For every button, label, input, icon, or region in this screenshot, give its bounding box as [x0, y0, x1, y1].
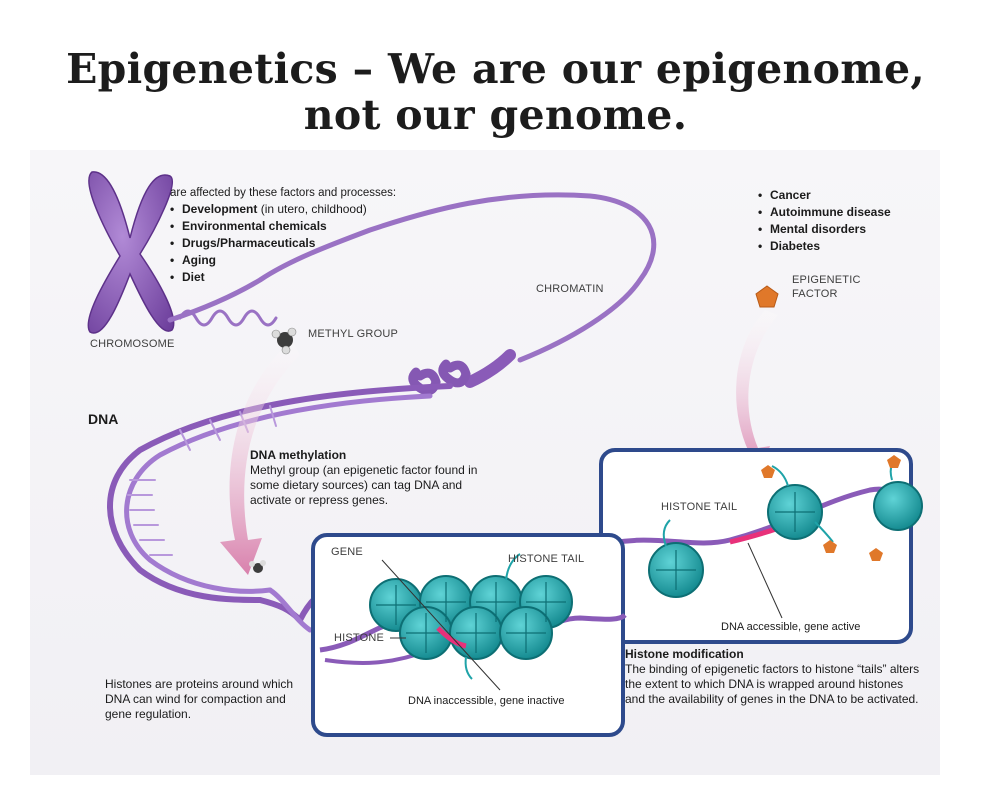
- factor-item: Environmental chemicals: [170, 218, 396, 235]
- histone-modification-heading: Histone modification: [625, 647, 925, 662]
- histone-tail-label-left: HISTONE TAIL: [508, 553, 584, 565]
- chromosome-shape: [88, 172, 173, 333]
- gene-label: GENE: [331, 546, 363, 558]
- dna-label: DNA: [88, 412, 118, 427]
- epigenetics-diagram: are affected by these factors and proces…: [30, 150, 940, 775]
- histone-label: HISTONE: [334, 632, 384, 644]
- histones-note: Histones are proteins around which DNA c…: [105, 677, 310, 722]
- disease-item: Autoimmune disease: [758, 204, 891, 221]
- dna-methylation-text: Methyl group (an epigenetic factor found…: [250, 463, 477, 507]
- chromatin-label: CHROMATIN: [536, 283, 604, 295]
- chromosome-label: CHROMOSOME: [90, 338, 175, 350]
- epigenetic-factor-icon: [756, 286, 778, 307]
- methyl-tag-on-dna-icon: [249, 560, 266, 573]
- dna-accessible-label: DNA accessible, gene active: [721, 620, 860, 635]
- factors-block: are affected by these factors and proces…: [170, 186, 396, 286]
- factor-item: Aging: [170, 252, 396, 269]
- histone-modification-text: The binding of epigenetic factors to his…: [625, 662, 919, 706]
- disease-item: Mental disorders: [758, 221, 891, 238]
- disease-item: Cancer: [758, 187, 891, 204]
- dna-methylation-heading: DNA methylation: [250, 448, 500, 463]
- factor-item: Development (in utero, childhood): [170, 201, 396, 218]
- factor-item: Diet: [170, 269, 396, 286]
- dna-methylation-note: DNA methylation Methyl group (an epigene…: [250, 448, 500, 508]
- histone-tail-label-right: HISTONE TAIL: [661, 501, 737, 513]
- page-title: Epigenetics – We are our epigenome, not …: [0, 46, 991, 138]
- histone-modification-note: Histone modification The binding of epig…: [625, 647, 925, 707]
- factors-intro: are affected by these factors and proces…: [170, 186, 396, 201]
- epigenetic-factor-label: EPIGENETIC FACTOR: [792, 273, 861, 301]
- diseases-list: Cancer Autoimmune disease Mental disorde…: [758, 187, 891, 255]
- title-line-1: Epigenetics – We are our epigenome,: [0, 46, 991, 92]
- title-line-2: not our genome.: [0, 92, 991, 138]
- disease-item: Diabetes: [758, 238, 891, 255]
- dna-inaccessible-label: DNA inaccessible, gene inactive: [408, 694, 565, 709]
- methyl-group-label: METHYL GROUP: [308, 328, 398, 340]
- factors-list: Development (in utero, childhood) Enviro…: [170, 201, 396, 286]
- factor-item: Drugs/Pharmaceuticals: [170, 235, 396, 252]
